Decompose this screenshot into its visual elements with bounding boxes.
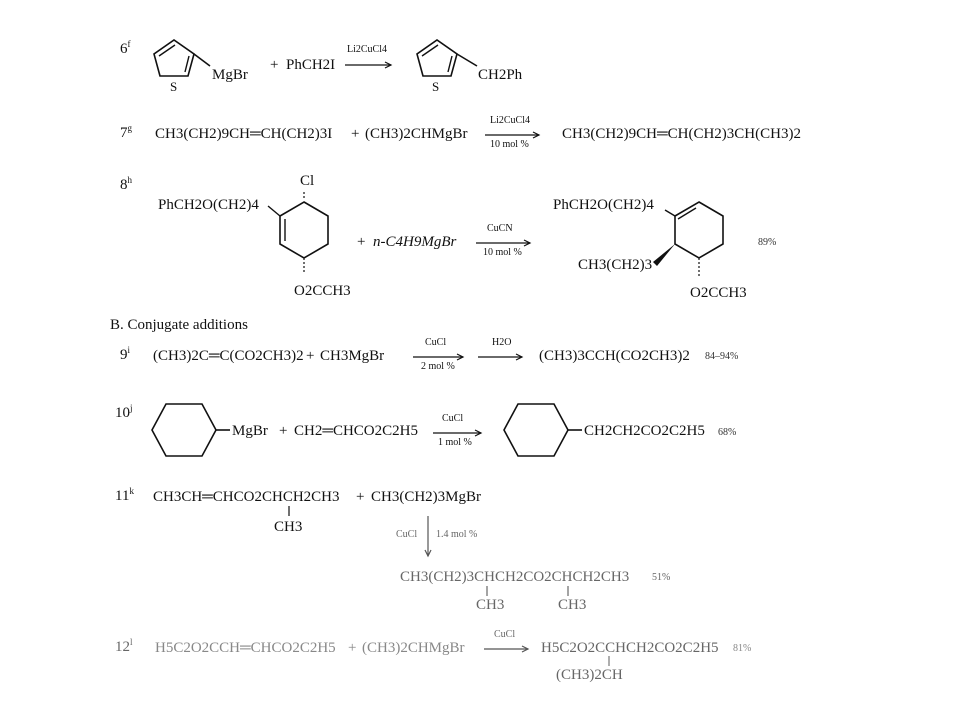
reaction-8-acetate: O2CCH3 — [294, 283, 351, 299]
cyclohexene-ring-reactant — [267, 192, 329, 274]
reaction-6-arrow — [345, 61, 393, 69]
reaction-11-arrow-label: CuCl — [396, 529, 418, 540]
reaction-label-10: 10j — [115, 403, 133, 421]
reaction-10-plus: + — [279, 423, 288, 439]
reaction-8-product-substituent: PhCH2O(CH2)4 — [553, 197, 654, 213]
reaction-8-arrow — [476, 239, 532, 247]
reaction-9-arrow-bottom: 2 mol % — [421, 361, 455, 372]
reaction-8-product-alkyl: CH3(CH2)3 — [578, 257, 653, 273]
reaction-9-arrow-top: CuCl — [425, 337, 447, 348]
section-b-heading: B. Conjugate additions — [110, 317, 248, 333]
cyclohexane-ring-product — [503, 403, 582, 457]
cyclohexane-ring-reactant — [151, 403, 230, 457]
reaction-label-11: 11k — [115, 486, 134, 504]
reaction-8-yield: 89% — [758, 237, 777, 248]
reaction-10-arrow-top: CuCl — [442, 413, 464, 424]
reaction-12-arrow-top: CuCl — [494, 629, 516, 640]
reaction-9-arrow2 — [478, 353, 524, 361]
reaction-9-arrow — [413, 353, 465, 361]
reaction-7-plus: + — [351, 126, 360, 142]
reaction-8-plus: + — [357, 234, 366, 250]
thiophene-s-atom-2: S — [432, 79, 440, 94]
reaction-11-arrow-label2: 1.4 mol % — [436, 529, 478, 540]
reaction-7-arrow-bottom: 10 mol % — [490, 139, 529, 150]
reaction-9-plus: + — [306, 348, 315, 364]
reaction-label-7: 7g — [120, 123, 132, 141]
reaction-7-product: CH3(CH2)9CH═CH(CH2)3CH(CH3)2 — [562, 126, 801, 142]
reaction-7-arrow-top: Li2CuCl4 — [490, 115, 531, 126]
reaction-10-reagent2: CH2═CHCO2C2H5 — [294, 423, 418, 439]
reaction-11-product-bond-1 — [486, 586, 488, 596]
reaction-11-product-branch1: CH3 — [476, 597, 505, 613]
reaction-12-plus: + — [348, 640, 357, 656]
reaction-11-yield: 51% — [652, 572, 671, 583]
reaction-8-substituent: PhCH2O(CH2)4 — [158, 197, 259, 213]
reaction-12-reagent1: H5C2O2CCH═CHCO2C2H5 — [155, 640, 336, 656]
reaction-10-product: CH2CH2CO2C2H5 — [584, 423, 705, 439]
reaction-10-yield: 68% — [718, 427, 737, 438]
reaction-10-arrow — [433, 429, 483, 437]
reaction-11-reagent1-branch: CH3 — [274, 519, 303, 535]
reaction-6-plus: + — [270, 57, 279, 73]
reaction-8-chloro: Cl — [300, 173, 315, 189]
reaction-6-product: CH2Ph — [478, 67, 523, 83]
reaction-10-reagent1: MgBr — [232, 423, 268, 439]
reaction-7-reagent1: CH3(CH2)9CH═CH(CH2)3I — [155, 126, 333, 142]
thiophene-s-atom-1: S — [170, 79, 178, 94]
reaction-8-reagent2: n-C4H9MgBr — [373, 234, 457, 250]
reaction-11-product-bond-2 — [567, 586, 569, 596]
reaction-12-product-bond — [608, 656, 610, 666]
cyclohexene-ring-product — [653, 201, 724, 276]
reaction-10-arrow-bottom: 1 mol % — [438, 437, 472, 448]
reaction-6-arrow-top: Li2CuCl4 — [347, 44, 388, 55]
reaction-label-12: 12l — [115, 637, 133, 655]
reaction-9-reagent2: CH3MgBr — [320, 348, 385, 364]
reaction-7-reagent2: (CH3)2CHMgBr — [365, 126, 468, 142]
reaction-12-arrow — [484, 645, 530, 653]
thiophene-ring-product — [416, 39, 478, 77]
reaction-11-arrow — [424, 516, 432, 558]
reaction-label-9: 9i — [120, 345, 131, 363]
reaction-12-product: H5C2O2CCHCH2CO2C2H5 — [541, 640, 719, 656]
reaction-9-reagent1: (CH3)2C═C(CO2CH3)2 — [153, 348, 304, 364]
reaction-12-yield: 81% — [733, 643, 752, 654]
reaction-9-arrow2-top: H2O — [492, 337, 512, 348]
reaction-9-product: (CH3)3CCH(CO2CH3)2 — [539, 348, 690, 364]
reaction-11-reagent2: CH3(CH2)3MgBr — [371, 489, 482, 505]
reaction-label-6: 6f — [120, 39, 131, 57]
reaction-11-plus: + — [356, 489, 365, 505]
reaction-7-arrow — [485, 131, 541, 139]
reaction-9-yield: 84–94% — [705, 351, 739, 362]
thiophene-ring-reactant — [153, 39, 211, 77]
reaction-12-product-branch: (CH3)2CH — [556, 667, 623, 683]
reaction-11-product-branch2: CH3 — [558, 597, 587, 613]
reaction-11-reagent1: CH3CH═CHCO2CHCH2CH3 — [153, 489, 340, 505]
reaction-6-reagent1: MgBr — [212, 67, 248, 83]
reaction-6-reagent2: PhCH2I — [286, 57, 336, 73]
reaction-8-arrow-top: CuCN — [487, 223, 513, 234]
reaction-12-reagent2: (CH3)2CHMgBr — [362, 640, 465, 656]
reaction-11-branch-bond — [288, 506, 290, 516]
reaction-8-arrow-bottom: 10 mol % — [483, 247, 522, 258]
reaction-8-product-acetate: O2CCH3 — [690, 285, 747, 301]
reaction-11-product: CH3(CH2)3CHCH2CO2CHCH2CH3 — [400, 569, 630, 585]
reaction-label-8: 8h — [120, 175, 132, 193]
